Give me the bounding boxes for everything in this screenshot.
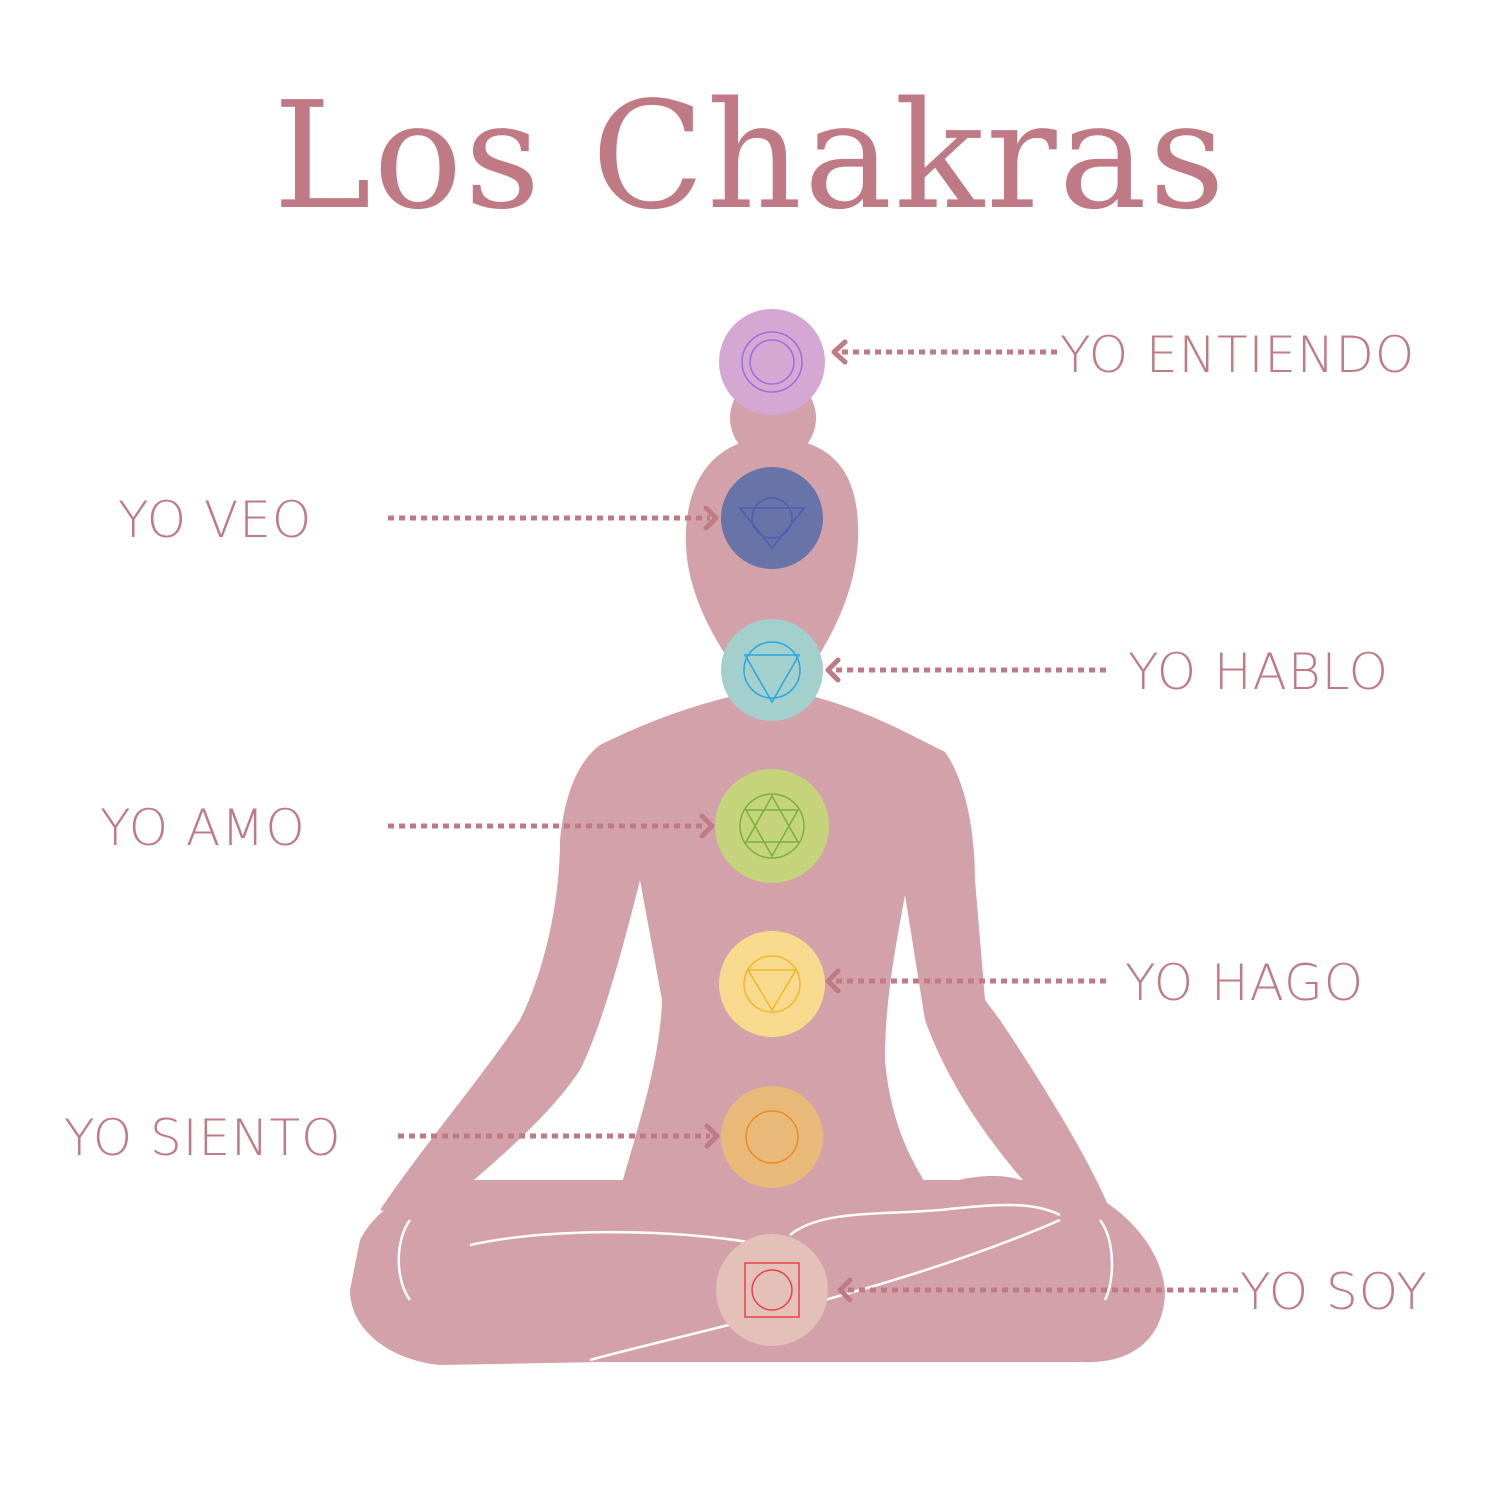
chakra-third-eye: [721, 467, 823, 569]
triangle-symbol-icon: [746, 969, 798, 1012]
label-yo-soy: YO SOY: [1240, 1263, 1428, 1321]
arrow-left-icon: [825, 968, 841, 994]
arrow-left-icon: [837, 1277, 853, 1303]
connector-yo-amo: [388, 813, 715, 839]
hexagram-symbol-icon: [744, 794, 800, 858]
chakra-solar-plexus: [719, 931, 825, 1037]
label-yo-siento: YO SIENTO: [64, 1109, 341, 1167]
connector-yo-veo: [388, 505, 719, 531]
chakra-root: [716, 1234, 828, 1346]
chakra-crown: [719, 309, 825, 415]
arrow-right-icon: [699, 813, 715, 839]
arrow-left-icon: [831, 339, 848, 365]
label-yo-hago: YO HAGO: [1125, 954, 1364, 1012]
label-yo-veo: YO VEO: [118, 491, 312, 549]
triangle-symbol-icon: [743, 654, 801, 704]
connector-yo-hablo: [825, 657, 1108, 683]
page-title: Los Chakras: [273, 70, 1227, 242]
lotus-symbol-icon: [749, 339, 795, 385]
arrow-right-icon: [703, 505, 719, 531]
triangle-symbol-icon: [738, 507, 806, 550]
connector-yo-soy: [837, 1277, 1238, 1303]
label-yo-amo: YO AMO: [100, 799, 306, 857]
square-symbol-icon: [744, 1262, 800, 1318]
arrow-left-icon: [825, 657, 841, 683]
chakra-throat: [721, 619, 823, 721]
chakra-sacral: [721, 1086, 823, 1188]
connector-yo-siento: [398, 1123, 720, 1149]
label-yo-hablo: YO HABLO: [1128, 643, 1389, 701]
connector-yo-hago: [825, 968, 1108, 994]
connector-yo-entiendo: [831, 339, 1058, 365]
chakra-heart: [715, 769, 829, 883]
label-yo-entiendo: YO ENTIENDO: [1060, 326, 1415, 384]
arrow-right-icon: [704, 1123, 720, 1149]
lotus-symbol-icon: [745, 1110, 799, 1164]
